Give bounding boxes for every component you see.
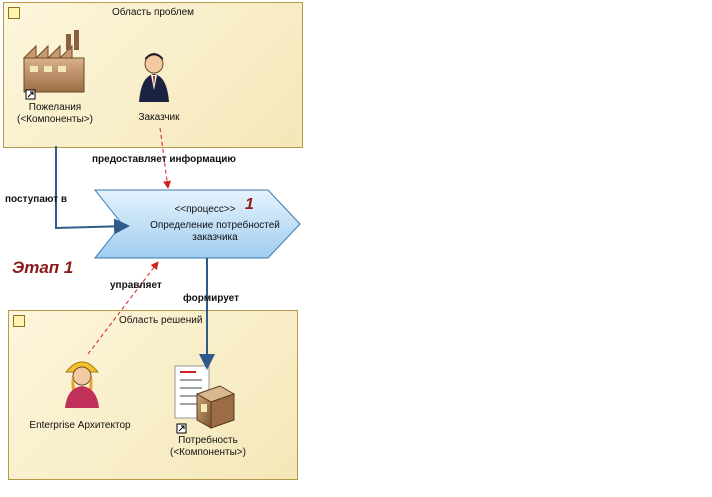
need-label-line1: Потребность — [178, 435, 238, 446]
wishes-label-line1: Пожелания — [28, 102, 82, 113]
wishes-label-line2: (<Компоненты>) — [17, 114, 93, 125]
factory-icon — [22, 30, 85, 100]
customer-label: Заказчик — [138, 112, 180, 123]
connector-provides-info[interactable] — [159, 127, 172, 189]
stage-label: Этап 1 — [12, 258, 74, 277]
need-label: Потребность (<Компоненты>) — [160, 435, 256, 459]
connector-flows-into[interactable] — [55, 146, 130, 235]
process-title-line2: заказчика — [192, 232, 238, 243]
architect-label: Enterprise Архитектор — [29, 420, 131, 431]
connector-manages[interactable] — [87, 261, 159, 355]
architect-icon — [64, 361, 100, 408]
solution-area-title: Область решений — [119, 315, 203, 326]
wishes-label: Пожелания (<Компоненты>) — [10, 102, 100, 126]
need-label-line2: (<Компоненты>) — [170, 447, 246, 458]
flows-into-label: поступают в — [5, 194, 68, 205]
forms-label: формирует — [183, 293, 239, 304]
provides-info-label: предоставляет информацию — [92, 154, 236, 165]
process-title-line1: Определение потребностей — [150, 220, 280, 231]
package-icon — [13, 315, 25, 327]
process-stereotype: <<процесс>> — [174, 204, 236, 215]
manages-label: управляет — [110, 280, 162, 291]
document-box-icon — [174, 365, 236, 434]
package-icon — [8, 7, 20, 19]
problem-area-title: Область проблем — [111, 7, 195, 18]
process-number: 1 — [245, 196, 254, 213]
solution-area[interactable]: Область решений — [8, 310, 298, 480]
customer-icon — [139, 53, 169, 102]
process-text: <<процесс>> Определение потребностей зак… — [130, 204, 300, 244]
